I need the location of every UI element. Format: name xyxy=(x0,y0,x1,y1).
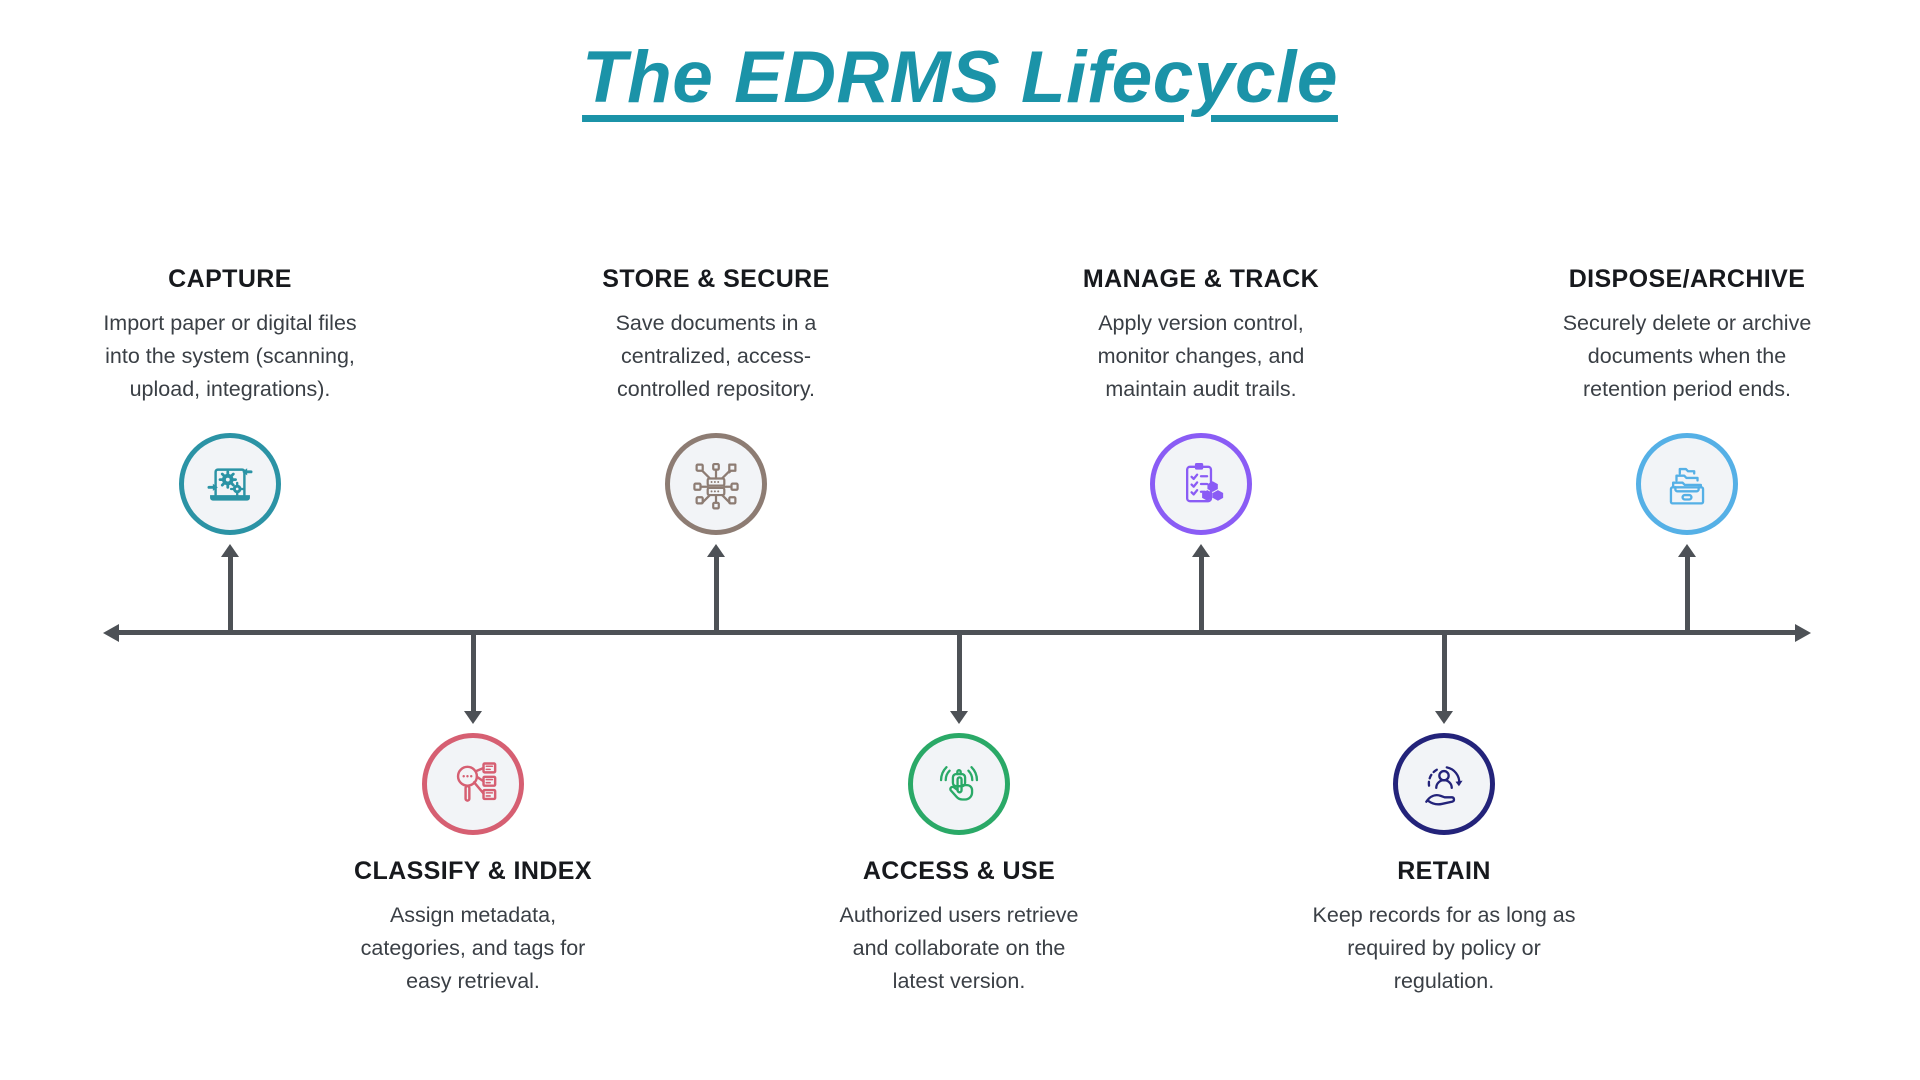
connector-arrow-down xyxy=(1435,633,1453,724)
stage-access-use-label: ACCESS & USE xyxy=(862,857,1056,885)
stage-store-secure-label: STORE & SECURE xyxy=(602,265,830,293)
timeline-axis xyxy=(103,623,1811,642)
stage-dispose-archive-label: DISPOSE/ARCHIVE xyxy=(1568,265,1806,293)
clipboard-cubes-icon xyxy=(1150,433,1252,535)
connector-arrow-up xyxy=(1192,544,1210,633)
magnifier-index-icon xyxy=(422,733,524,835)
stage-capture-label: CAPTURE xyxy=(168,265,292,293)
laptop-gears-icon xyxy=(179,433,281,535)
stage-classify-index: CLASSIFY & INDEX Assign metadata,categor… xyxy=(303,0,643,1080)
hand-person-cycle-icon xyxy=(1393,733,1495,835)
connector-arrow-up xyxy=(221,544,239,633)
connector-arrow-up xyxy=(707,544,725,633)
archive-drawer-icon xyxy=(1636,433,1738,535)
connector-arrow-up xyxy=(1678,544,1696,633)
timeline-arrow-left-icon xyxy=(103,623,119,642)
server-network-icon xyxy=(665,433,767,535)
stage-classify-index-label: CLASSIFY & INDEX xyxy=(354,857,592,885)
stage-manage-track: MANAGE & TRACK Apply version control,mon… xyxy=(1031,0,1371,1080)
stage-classify-index-description: Assign metadata,categories, and tags for… xyxy=(360,903,586,993)
connector-arrow-down xyxy=(950,633,968,724)
stage-dispose-archive: DISPOSE/ARCHIVE Securely delete or archi… xyxy=(1517,0,1857,1080)
page-title: The EDRMS Lifecycle xyxy=(582,37,1338,118)
stage-manage-track-label: MANAGE & TRACK xyxy=(1082,265,1320,293)
stage-manage-track-description: Apply version control,monitor changes, a… xyxy=(1097,311,1305,401)
tap-hand-icon xyxy=(908,733,1010,835)
timeline-arrow-right-icon xyxy=(1795,623,1811,642)
stage-retain-label: RETAIN xyxy=(1397,857,1491,885)
connector-arrow-down xyxy=(464,633,482,724)
